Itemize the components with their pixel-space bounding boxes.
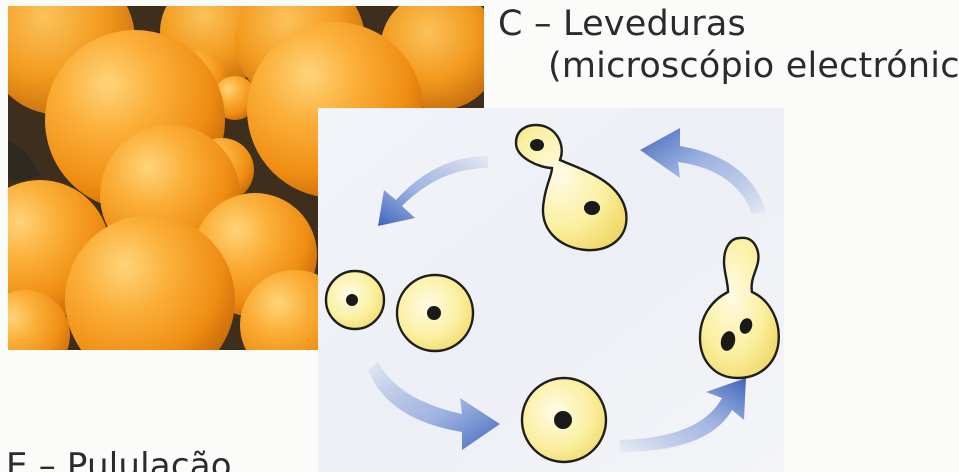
nucleus — [584, 201, 600, 215]
round-cell-bottom — [522, 378, 606, 462]
caption-subtitle: (microscópio electrónico) — [548, 46, 959, 86]
nucleus — [554, 411, 572, 429]
caption-bottom: E – Pululação — [6, 446, 232, 472]
nucleus — [530, 139, 544, 151]
nucleus — [427, 306, 441, 320]
nucleus — [346, 294, 358, 306]
caption-title: C – Leveduras — [498, 4, 746, 44]
